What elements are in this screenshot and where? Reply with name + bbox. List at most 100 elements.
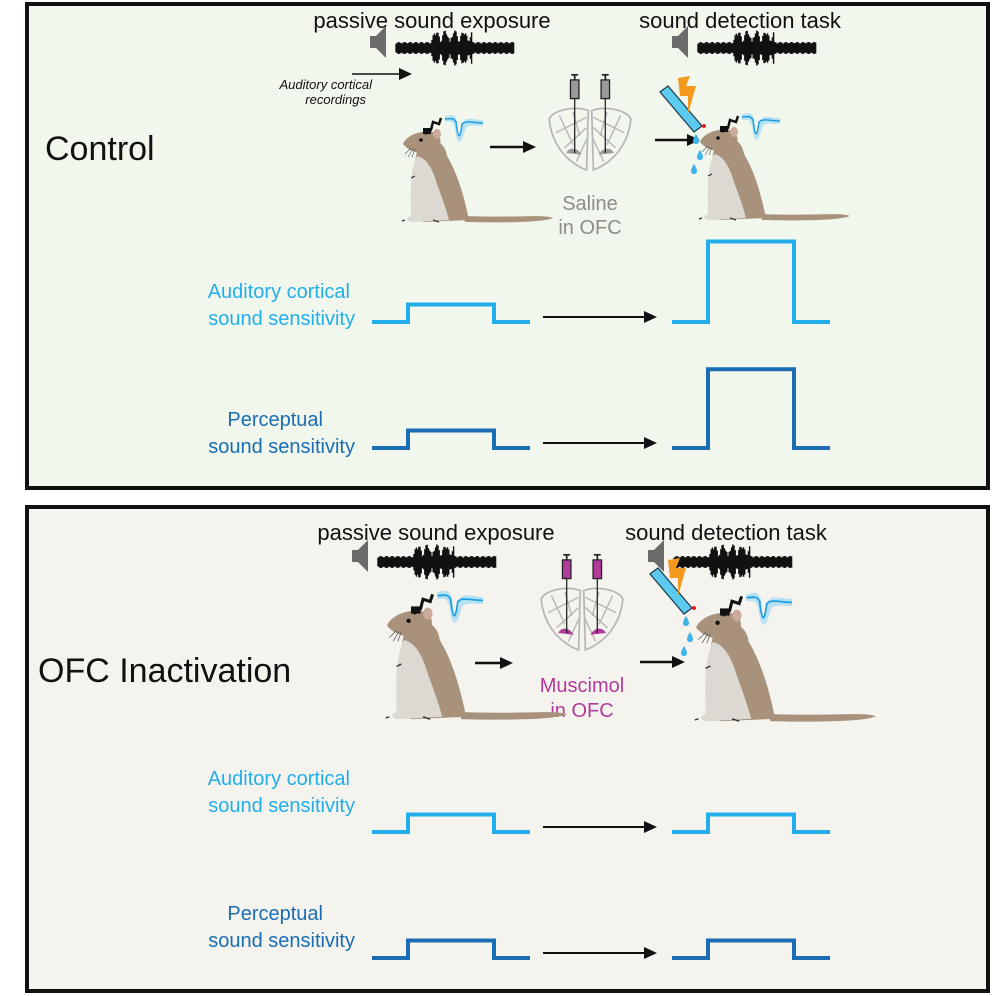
treatment-line1: Saline xyxy=(562,193,618,215)
treatment-line2: in OFC xyxy=(558,217,621,239)
spike-trace xyxy=(437,594,484,617)
gerbil-tail xyxy=(768,714,876,722)
panel-label: OFC Inactivation xyxy=(38,652,291,690)
auditory-label-line1: Auditory cortical xyxy=(208,768,350,790)
arrow-head xyxy=(523,141,536,153)
gerbil-belly xyxy=(392,640,443,720)
ofc-injection-site xyxy=(590,628,606,635)
recording-note-line1: Auditory cortical xyxy=(279,77,374,92)
gerbil-ear xyxy=(732,609,742,622)
panel-background xyxy=(25,505,990,993)
gerbil-tail xyxy=(760,214,850,221)
spike-waveform xyxy=(741,113,781,140)
sound-waveform xyxy=(697,30,817,66)
gerbil-belly xyxy=(407,156,449,222)
arrow xyxy=(475,657,513,669)
hemisphere-outline xyxy=(590,107,632,172)
gerbil-ear xyxy=(730,127,738,137)
perceptual-label-line1: Perceptual xyxy=(227,409,323,431)
perceptual-label-line2: sound sensitivity xyxy=(208,930,355,952)
hemisphere-outline xyxy=(582,587,624,652)
gerbil-tail xyxy=(459,712,567,720)
arrow xyxy=(543,311,657,323)
hemisphere-regions xyxy=(592,112,625,162)
gerbil-belly xyxy=(701,642,752,722)
brain-section xyxy=(540,553,624,652)
brain-section xyxy=(548,73,632,172)
right-hemisphere xyxy=(582,553,624,652)
arrow xyxy=(543,437,657,449)
perceptual-label-line2: sound sensitivity xyxy=(208,436,355,458)
arrow-head xyxy=(399,68,412,80)
electrode-connector xyxy=(720,608,730,616)
perceptual-trace-before xyxy=(372,938,530,960)
water-drop xyxy=(687,632,693,642)
gerbil-whiskers xyxy=(701,145,713,156)
electrode-connector xyxy=(720,126,728,132)
panel-control: passive sound exposure sound detection t… xyxy=(25,2,990,490)
speaker-icon xyxy=(352,540,368,572)
ofc-injection-site xyxy=(566,148,582,155)
arrow xyxy=(640,656,685,668)
auditory-trace-before xyxy=(372,812,530,834)
speaker-icon xyxy=(648,540,664,572)
header-passive: passive sound exposure xyxy=(313,8,550,33)
gerbil-head xyxy=(387,610,432,637)
treatment-line2: in OFC xyxy=(550,700,613,722)
water-drop xyxy=(683,616,689,626)
auditory-trace-after xyxy=(672,239,830,324)
treatment-line1: Muscimol xyxy=(540,675,624,697)
syringe xyxy=(561,553,572,634)
perceptual-trace-after xyxy=(672,938,830,960)
arrow-head xyxy=(644,821,657,833)
electrode-connector xyxy=(423,128,431,134)
water-drop xyxy=(697,150,703,160)
water-drop xyxy=(693,134,699,144)
hemisphere-outline xyxy=(540,587,582,652)
syringe xyxy=(600,73,611,154)
arrow-head xyxy=(644,311,657,323)
water-drop xyxy=(681,646,687,656)
gerbil-eye xyxy=(406,618,411,623)
gerbil xyxy=(401,115,553,223)
auditory-label-line2: sound sensitivity xyxy=(208,795,355,817)
spike-trace xyxy=(444,117,484,137)
perceptual-trace-after xyxy=(672,367,830,450)
gerbil-paws xyxy=(694,665,740,722)
panel-ofc-inactivation: passive sound exposure sound detection t… xyxy=(25,505,990,993)
syringe-barrel xyxy=(569,79,580,100)
reward-dot xyxy=(702,124,706,128)
gerbil-belly xyxy=(704,154,746,220)
arrow-head xyxy=(644,947,657,959)
right-hemisphere xyxy=(590,73,632,172)
hemisphere-regions xyxy=(555,112,588,162)
perceptual-label-line1: Perceptual xyxy=(227,903,323,925)
task-apparatus xyxy=(659,76,706,174)
ofc-injection-site xyxy=(558,628,574,635)
arrow xyxy=(543,821,657,833)
gerbil-paws xyxy=(698,173,737,221)
sound-stimulus xyxy=(352,540,497,580)
reward-dot xyxy=(692,606,696,610)
gerbil-ear xyxy=(423,607,433,620)
recording-note-line2: recordings xyxy=(305,92,366,107)
gerbil xyxy=(385,590,567,720)
gerbil-whiskers xyxy=(389,630,402,642)
spike-waveform xyxy=(746,592,793,625)
sound-waveform xyxy=(377,544,497,580)
gerbil xyxy=(698,113,850,221)
syringe-barrel xyxy=(592,559,603,580)
shock-bolt xyxy=(678,76,696,114)
left-hemisphere xyxy=(540,553,582,652)
gerbil-ear xyxy=(433,129,441,139)
gerbil-tail xyxy=(463,216,553,223)
syringe-barrel xyxy=(561,559,572,580)
syringe xyxy=(569,73,580,154)
water-drop xyxy=(691,164,697,174)
spike-trace xyxy=(746,596,793,619)
ofc-injection-site xyxy=(598,148,614,155)
gerbil-head xyxy=(700,129,738,152)
arrow-head xyxy=(644,437,657,449)
arrow xyxy=(490,141,536,153)
